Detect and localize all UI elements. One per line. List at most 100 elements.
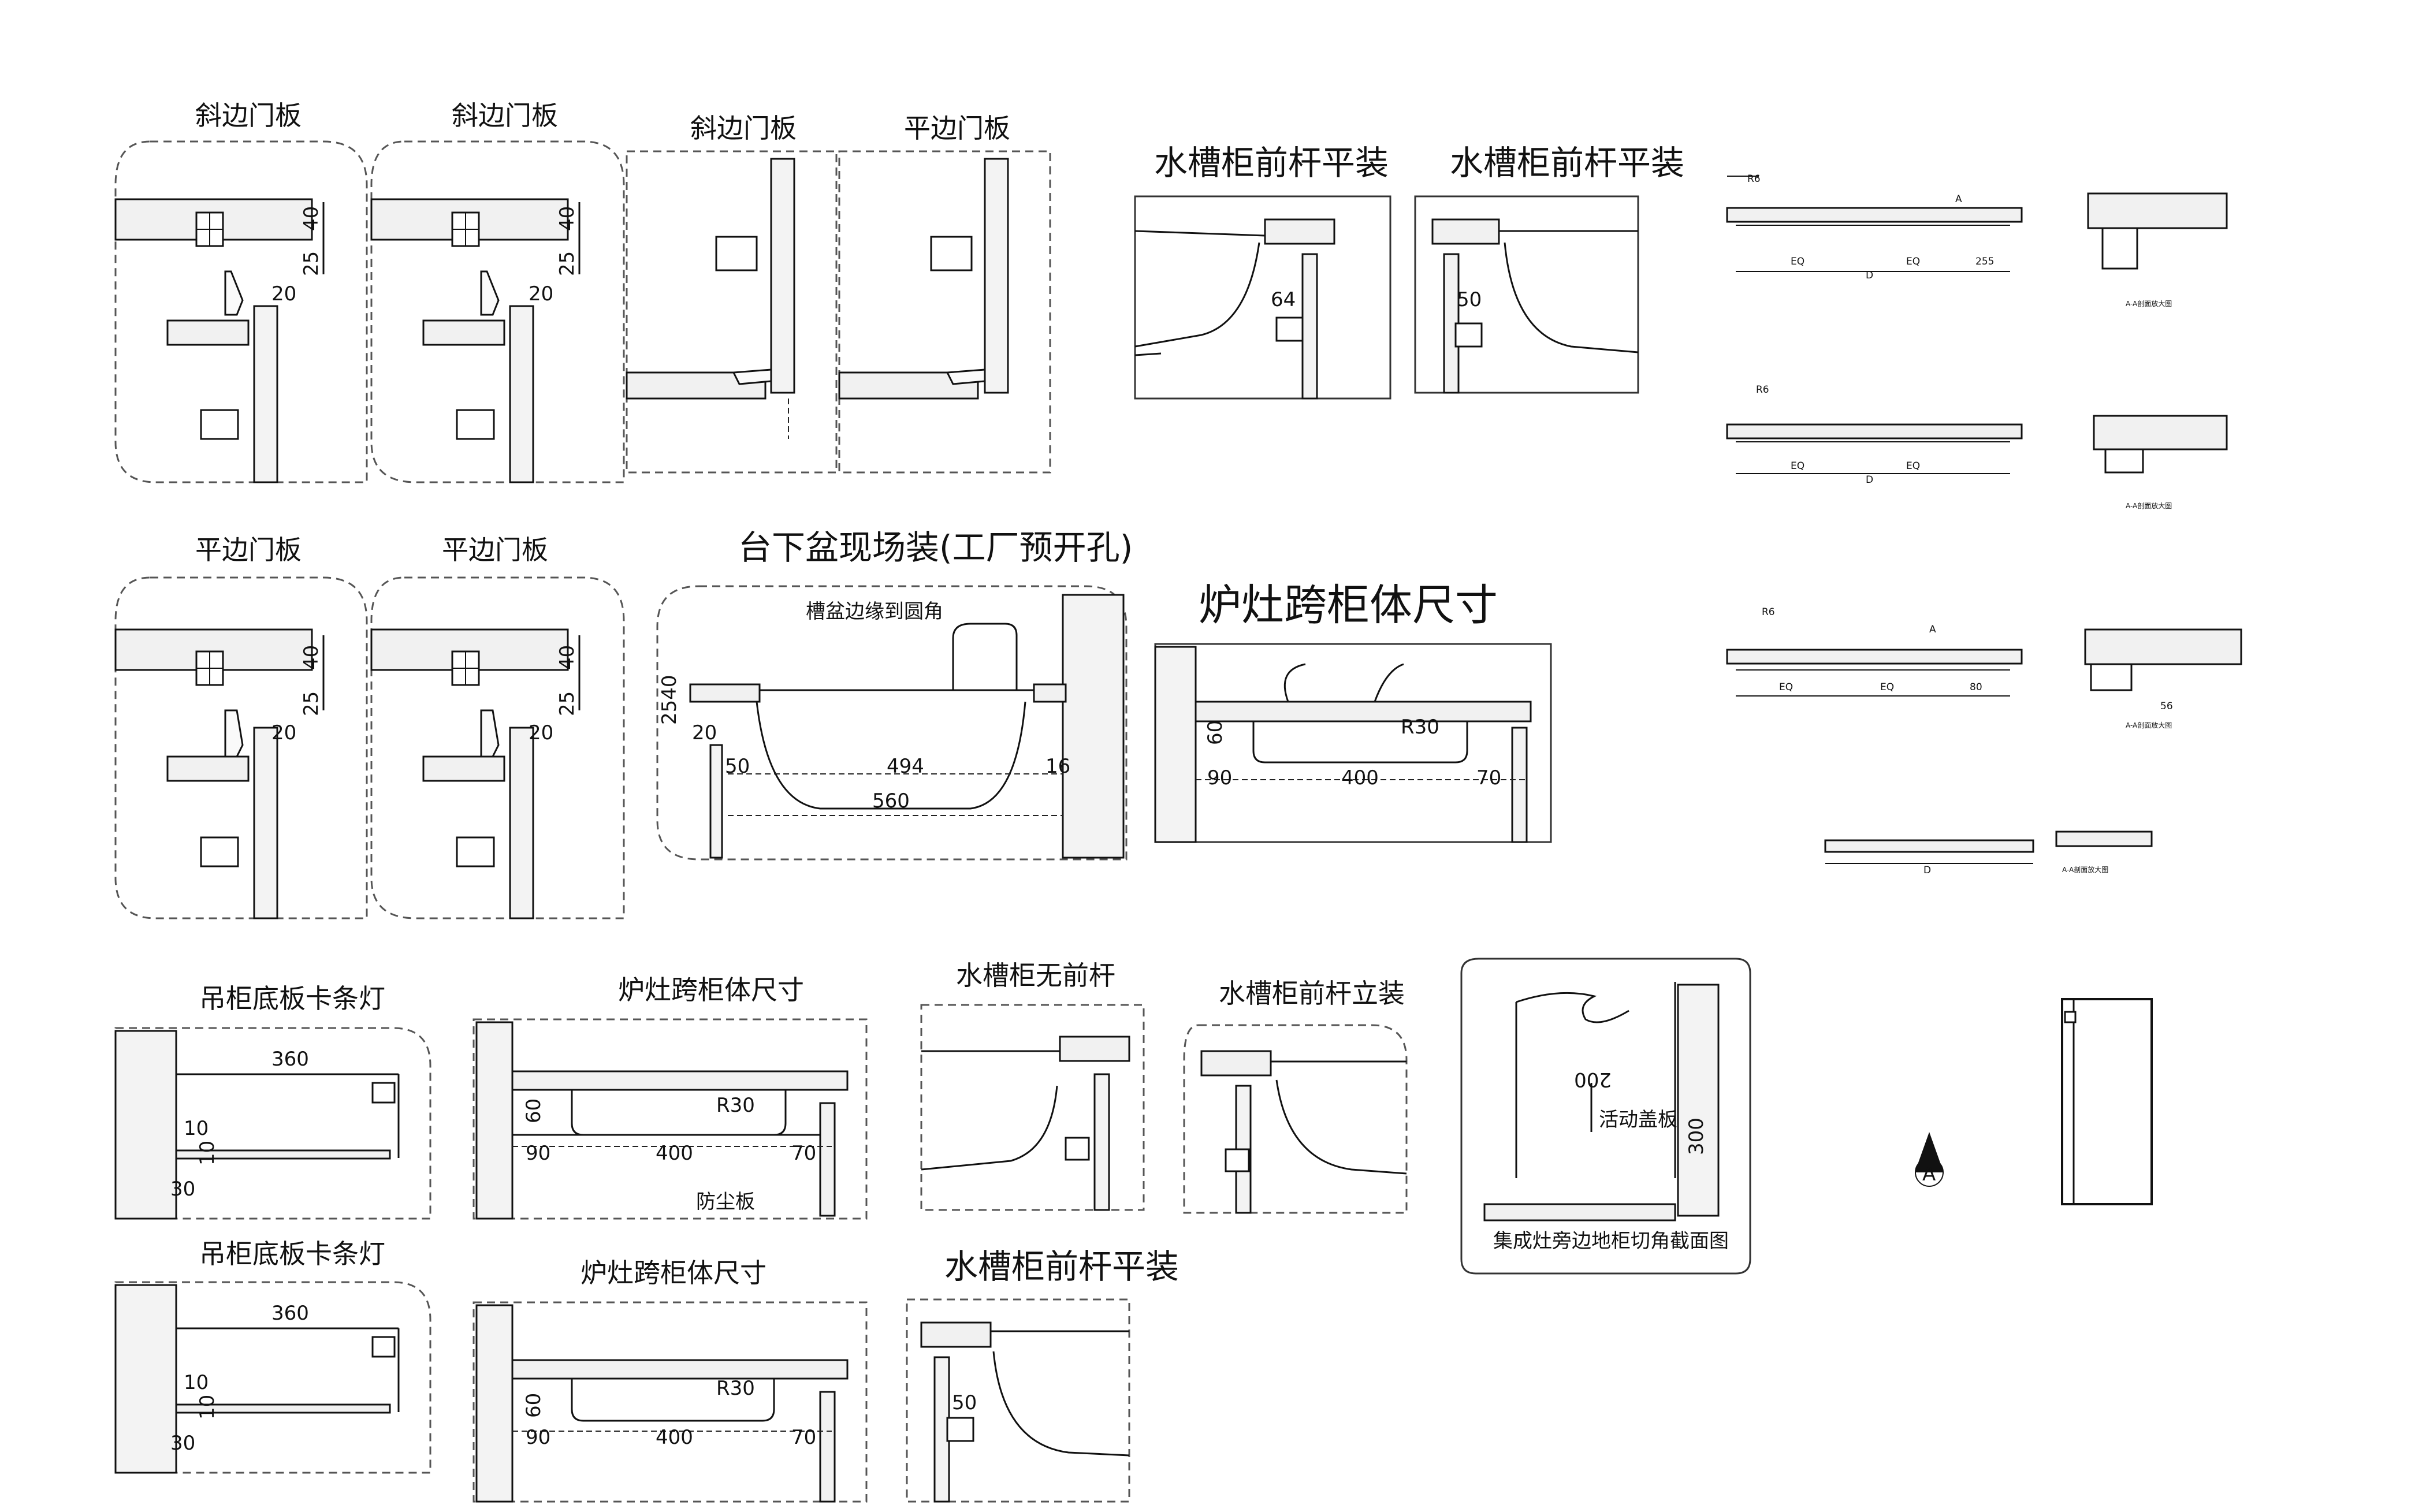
panel-title: 炉灶跨柜体尺寸 — [581, 1257, 767, 1288]
dim-40: 40 — [556, 645, 579, 670]
marker-a: A — [1955, 193, 1962, 205]
movable-cover-label: 活动盖板 — [1599, 1108, 1677, 1131]
panel-stove-span-1: 炉灶跨柜体尺寸 60 90 400 70 R30 — [1154, 580, 1552, 843]
dim-r30: R30 — [1401, 716, 1439, 739]
dim-560: 560 — [872, 789, 910, 813]
panel-stove-span-3: 炉灶跨柜体尺寸 60 90 400 70 R30 — [472, 1257, 868, 1503]
dim-400: 400 — [656, 1142, 693, 1165]
dim-r6: R6 — [1762, 606, 1775, 618]
dim-255: 255 — [1975, 256, 1994, 267]
dim-d: D — [1923, 865, 1931, 876]
dim-20: 20 — [271, 282, 296, 306]
panel-title: 平边门板 — [195, 534, 302, 565]
panel-title: 平边门板 — [442, 534, 548, 565]
dim-eq: EQ — [1779, 681, 1793, 693]
panel-sink-no-rail: 水槽柜无前杆 — [920, 960, 1145, 1211]
panel-title: 水槽柜前杆平装 — [1154, 143, 1389, 183]
panel-beveled-door-3: 斜边门板 — [626, 113, 838, 474]
dim-10: 10 — [184, 1117, 209, 1140]
panel-title: 炉灶跨柜体尺寸 — [1199, 580, 1498, 630]
panel-title: 水槽柜前杆平装 — [944, 1247, 1179, 1286]
dim-25: 25 — [300, 691, 323, 716]
panel-flat-door-2: 平边门板 40 25 20 — [114, 534, 368, 919]
panel-flat-door-1: 平边门板 — [838, 113, 1051, 474]
panel-title: 吊柜底板卡条灯 — [199, 983, 385, 1014]
dim-70: 70 — [791, 1426, 816, 1449]
panel-stove-side-cut-section: 活动盖板 200 300 集成灶旁边地柜切角截面图 — [1460, 958, 1751, 1275]
caption: A-A剖面放大图 — [2126, 299, 2172, 308]
dim-eq: EQ — [1791, 256, 1804, 267]
panel-subtitle: 槽盆边缘到圆角 — [806, 600, 943, 623]
section-details-right: R6 A EQ EQ D 255 A-A剖面放大图 R6 EQ EQ D A-A… — [1726, 173, 2242, 876]
panel-stove-span-2: 炉灶跨柜体尺寸 60 90 400 70 R30 防尘板 — [472, 974, 868, 1220]
dim-90: 90 — [526, 1142, 550, 1165]
panel-title: 水槽柜前杆平装 — [1450, 143, 1684, 183]
panel-title: 斜边门板 — [452, 100, 558, 131]
caption: A-A剖面放大图 — [2126, 721, 2172, 729]
dim-400: 400 — [1341, 766, 1379, 789]
panel-sink-rail-flat-1: 水槽柜前杆平装 64 — [1134, 143, 1391, 400]
dim-60: 60 — [522, 1098, 545, 1123]
dim-60: 60 — [1204, 720, 1227, 745]
dim-20: 20 — [692, 721, 717, 744]
dim-25: 25 — [300, 251, 323, 276]
dim-eq: EQ — [1906, 256, 1920, 267]
dim-90: 90 — [1207, 766, 1232, 789]
dim-40: 40 — [556, 206, 579, 231]
dim-300: 300 — [1685, 1118, 1708, 1155]
panel-title: 平边门板 — [904, 113, 1010, 144]
section-detail-2: R6 EQ EQ D A-A剖面放大图 — [1726, 384, 2228, 510]
panel-title: 吊柜底板卡条灯 — [199, 1238, 385, 1269]
panel-beveled-door-1: 斜边门板 40 25 20 — [114, 100, 368, 483]
dim-50: 50 — [725, 755, 750, 778]
dim-50: 50 — [952, 1391, 977, 1414]
section-detail-4: D A-A剖面放大图 — [1824, 831, 2153, 876]
dim-30: 30 — [170, 1178, 195, 1201]
dim-64: 64 — [1271, 288, 1296, 311]
dim-10: 10 — [196, 1395, 219, 1420]
panel-title: 斜边门板 — [690, 113, 797, 144]
dim-70: 70 — [1476, 766, 1501, 789]
dim-20: 20 — [529, 282, 553, 306]
panel-title: 水槽柜无前杆 — [956, 960, 1115, 991]
dim-r6: R6 — [1747, 173, 1761, 185]
dim-60: 60 — [522, 1393, 545, 1418]
wall-cabinet-side-view — [2061, 998, 2153, 1205]
dim-eq: EQ — [1880, 681, 1894, 693]
dim-360: 360 — [271, 1048, 309, 1071]
dim-494: 494 — [887, 755, 924, 778]
panel-title: 炉灶跨柜体尺寸 — [618, 974, 804, 1005]
panel-sink-rail-vertical: 水槽柜前杆立装 — [1183, 978, 1408, 1214]
dim-20: 20 — [529, 721, 553, 744]
dim-70: 70 — [791, 1142, 816, 1165]
section-detail-1: R6 A EQ EQ D 255 A-A剖面放大图 — [1726, 173, 2228, 308]
dim-25: 25 — [556, 251, 579, 276]
caption: A-A剖面放大图 — [2126, 501, 2172, 510]
dim-90: 90 — [526, 1426, 550, 1449]
dim-eq: EQ — [1906, 460, 1920, 472]
marker-a: A — [1929, 624, 1936, 635]
dim-eq: EQ — [1791, 460, 1804, 472]
panel-sink-rail-flat-2: 水槽柜前杆平装 50 — [1414, 143, 1684, 394]
dim-r6: R6 — [1756, 384, 1769, 396]
panel-cabinet-light-1: 吊柜底板卡条灯 360 10 10 30 — [114, 983, 431, 1220]
panel-title: 台下盆现场装(工厂预开孔) — [738, 528, 1133, 567]
panel-cabinet-light-2: 吊柜底板卡条灯 360 10 10 30 — [114, 1238, 431, 1474]
dim-d: D — [1866, 270, 1873, 281]
section-marker-a[interactable]: A — [1915, 1132, 1944, 1187]
dust-board-label: 防尘板 — [696, 1190, 755, 1213]
dim-360: 360 — [271, 1302, 309, 1325]
dim-r30: R30 — [716, 1094, 755, 1117]
dim-r30: R30 — [716, 1377, 755, 1400]
dim-400: 400 — [656, 1426, 693, 1449]
panel-undermount-sink: 台下盆现场装(工厂预开孔) 槽盆边缘到圆角 2540 20 50 494 560… — [656, 528, 1133, 861]
dim-80: 80 — [1970, 681, 1982, 693]
dim-200: 200 — [1574, 1068, 1612, 1091]
section-detail-3: R6 A EQ EQ 80 56 A-A剖面放大图 — [1726, 606, 2242, 729]
marker-a-label: A — [1922, 1163, 1936, 1186]
dim-10: 10 — [184, 1371, 209, 1394]
dim-10: 10 — [196, 1141, 219, 1165]
dim-20: 20 — [271, 721, 296, 744]
dim-25: 25 — [556, 691, 579, 716]
